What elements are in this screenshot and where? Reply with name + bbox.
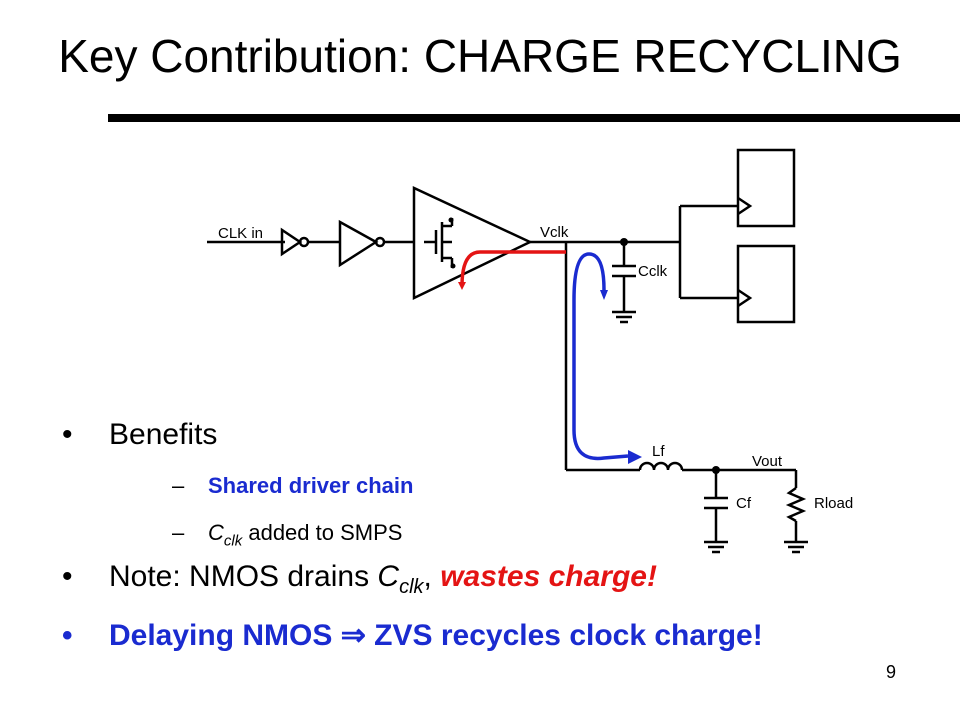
lf-label: Lf [652,443,665,460]
sub-dash: – [172,473,185,498]
subbullet-cclk-smps-text: Cclk added to SMPS [208,520,402,554]
rload-label: Rload [814,495,853,512]
subbullet-cclk-smps: – Cclk added to SMPS [172,520,402,549]
nmos-drain-path [458,250,566,290]
note-emphasis: wastes charge! [440,560,657,593]
vout-label: Vout [752,453,783,470]
clk-in-label: CLK in [218,225,263,242]
sub-dash: – [172,520,185,545]
bullet-delay-text: Delaying NMOS ⇒ ZVS recycles clock charg… [109,619,763,652]
slide-title: Key Contribution: CHARGE RECYCLING [58,30,902,82]
bullet-delay: • Delaying NMOS ⇒ ZVS recycles clock cha… [62,619,763,653]
bullet-note: • Note: NMOS drains Cclk, wastes charge! [62,560,657,598]
cclk-subscript: clk [399,576,424,598]
rload-symbol [785,486,807,523]
inverter-2-symbol [338,219,379,268]
cclk-subscript: clk [223,532,243,550]
bullet-benefits: • Benefits [62,418,217,452]
bullet-benefits-text: Benefits [109,418,218,451]
note-prefix: Note: NMOS drains [109,560,378,593]
recycle-path [572,252,629,461]
cf-label: Cf [736,495,752,512]
inverter-1-symbol [280,227,303,257]
subbullet-shared-driver: – Shared driver chain [172,473,413,499]
driver-symbol [412,186,533,300]
subbullet-shared-driver-text: Shared driver chain [208,473,414,498]
subbullet-rest: added to SMPS [242,520,403,545]
bullet-marker: • [62,418,73,451]
bullet-marker: • [62,560,73,593]
inductor-symbol [638,461,684,471]
flip-flop-1 [736,148,796,228]
page-number: 9 [886,662,897,682]
note-comma: , [423,560,441,593]
title-rule [108,114,960,122]
bullet-note-text: Note: NMOS drains Cclk, wastes charge! [109,560,657,604]
bullet-marker: • [62,619,73,652]
cclk-label: Cclk [638,263,668,280]
cclk-symbol: C [208,520,224,545]
cclk-symbol: C [377,560,400,593]
flip-flop-2 [736,244,796,324]
vclk-label: Vclk [540,224,569,241]
